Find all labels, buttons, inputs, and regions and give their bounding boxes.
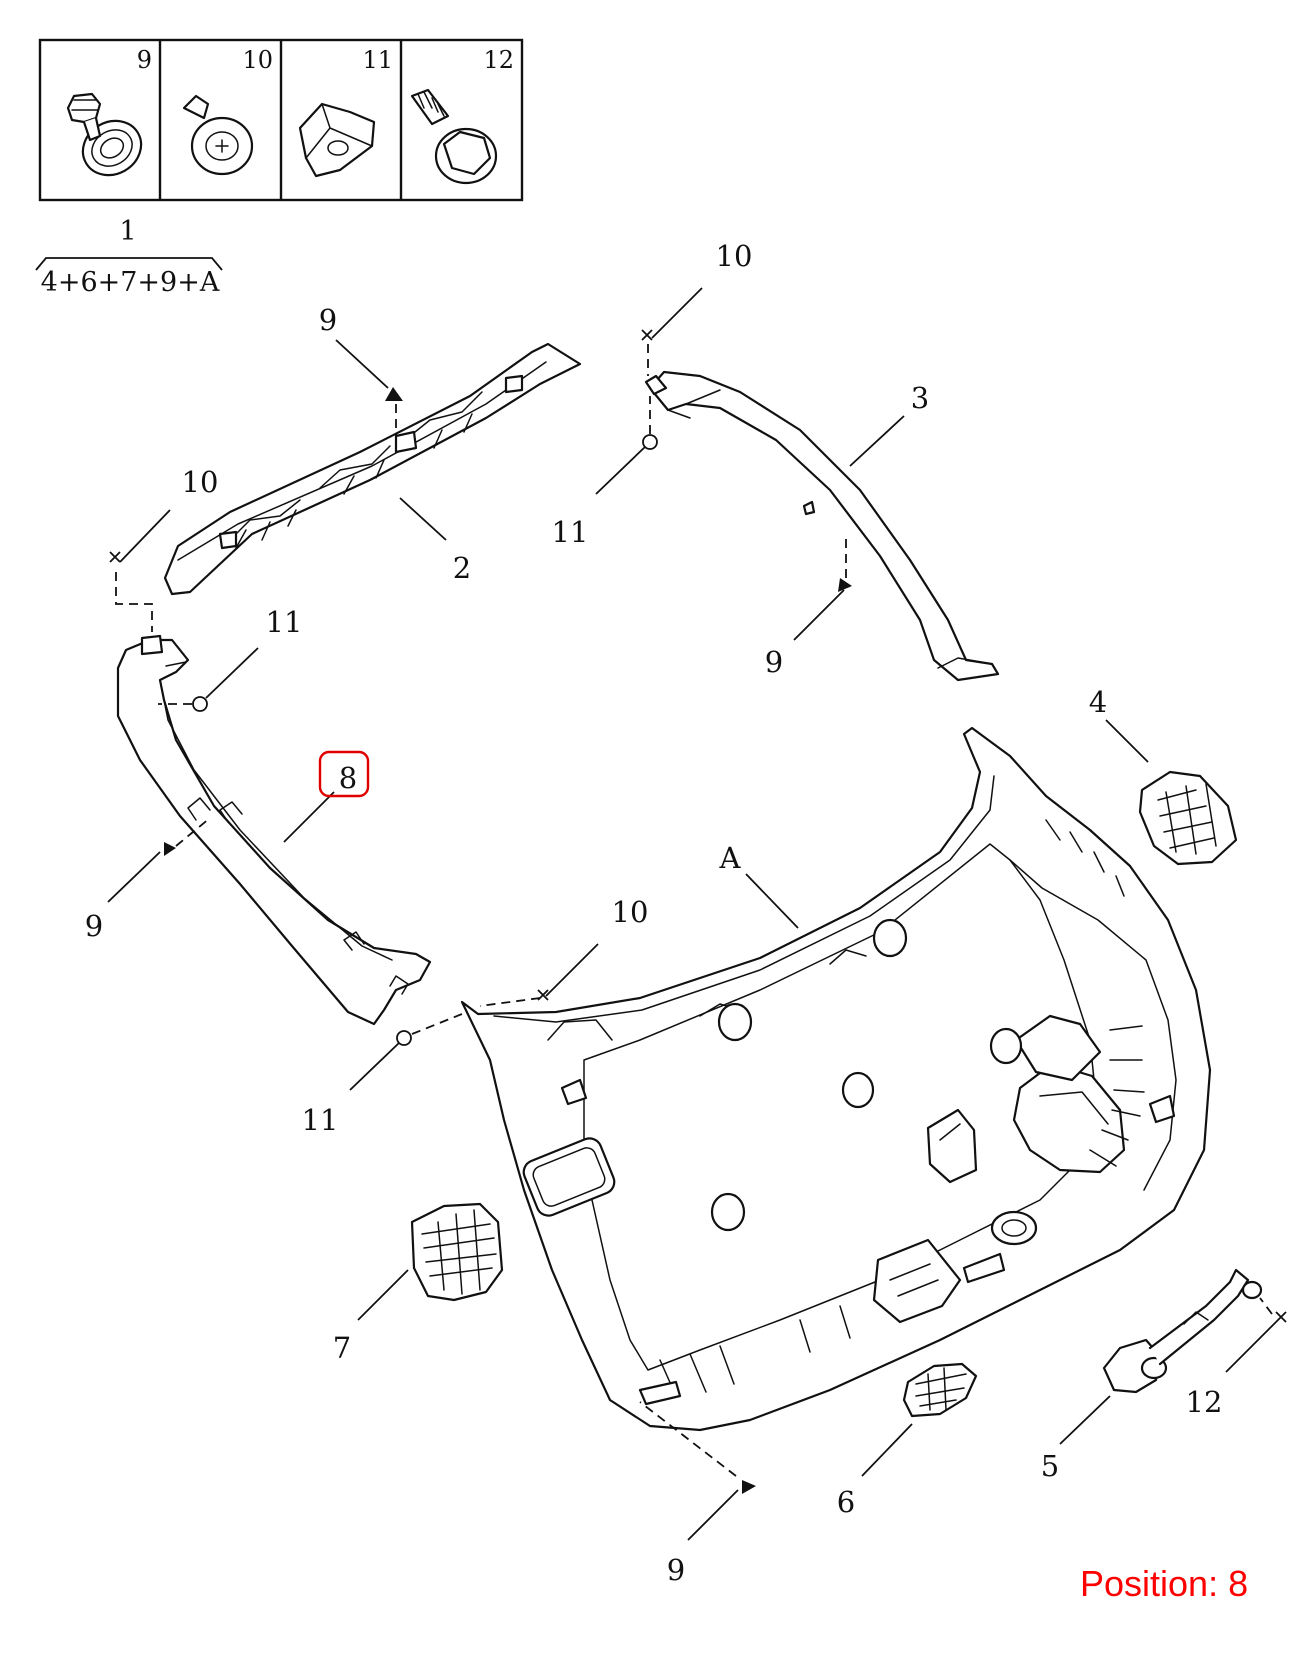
leader-lines <box>107 287 1287 1541</box>
cover-part-6 <box>902 1362 978 1418</box>
callout-11-left: 11 <box>266 605 303 639</box>
push-clip-icon <box>66 92 143 177</box>
assembly-number: 1 <box>119 216 136 247</box>
callout-8[interactable]: 8 <box>339 761 357 795</box>
callout-A: A <box>719 841 742 875</box>
callout-9-top: 9 <box>319 303 337 337</box>
callout-11-right: 11 <box>552 515 589 549</box>
cover-part-4 <box>1138 770 1238 866</box>
assembly-group: 1 4+6+7+9+A <box>35 216 223 298</box>
legend-number-12: 12 <box>483 46 514 74</box>
flange-bolt-icon <box>410 88 498 185</box>
fastener-legend: 9 10 11 12 <box>38 38 524 202</box>
callout-10-top-right: 10 <box>716 239 753 273</box>
callout-9-bottom: 9 <box>667 1553 685 1587</box>
position-label: Position: 8 <box>1080 1563 1249 1604</box>
screw-icon <box>182 94 254 176</box>
callout-4: 4 <box>1089 685 1107 719</box>
callout-10-top-left: 10 <box>182 465 219 499</box>
assembly-formula: 4+6+7+9+A <box>41 267 220 298</box>
callout-7: 7 <box>333 1331 351 1365</box>
callout-labels: 2 3 4 5 6 7 8 A 9 9 9 9 10 10 10 11 11 1… <box>85 239 1223 1587</box>
callout-3: 3 <box>911 381 929 415</box>
callout-8-highlight <box>318 750 370 798</box>
callout-9-right: 9 <box>765 645 783 679</box>
liftgate-panel-A <box>460 726 1212 1432</box>
clip-nut-icon <box>298 102 376 178</box>
header-trim-part-2 <box>163 342 582 596</box>
left-pillar-trim-part-8 <box>116 634 432 1026</box>
callout-11-center: 11 <box>302 1103 339 1137</box>
strut-part-5 <box>1102 1268 1263 1394</box>
legend-number-11: 11 <box>362 46 393 74</box>
callout-10-center: 10 <box>612 895 649 929</box>
callout-9-left: 9 <box>85 909 103 943</box>
cover-part-7 <box>410 1202 504 1302</box>
legend-number-9: 9 <box>137 46 152 74</box>
right-pillar-trim-part-3 <box>644 370 1000 682</box>
legend-number-10: 10 <box>242 46 273 74</box>
callout-6: 6 <box>837 1485 855 1519</box>
callout-2: 2 <box>453 551 471 585</box>
callout-5: 5 <box>1041 1449 1059 1483</box>
callout-12: 12 <box>1186 1385 1223 1419</box>
